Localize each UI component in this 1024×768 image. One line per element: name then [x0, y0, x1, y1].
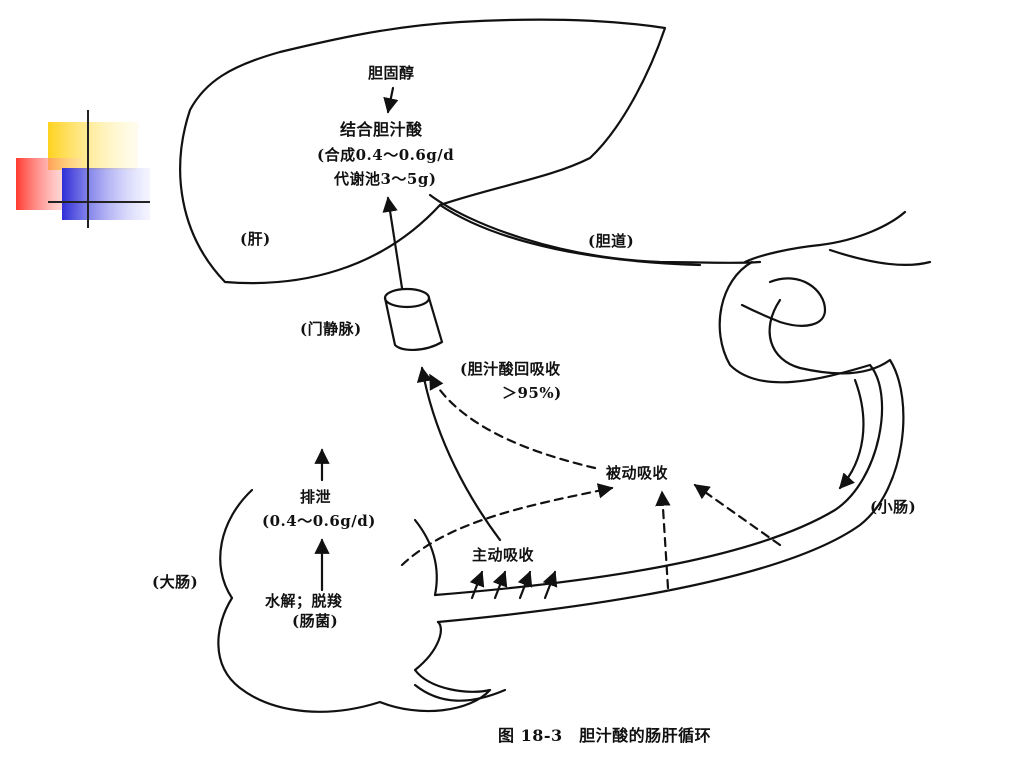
- portal-vein-label: (门静脉): [300, 320, 362, 338]
- large-intestine-outline: [217, 488, 492, 713]
- small-intestine-flow-arrow: [838, 378, 865, 490]
- bile-acid-synthesis-label: (合成0.4～0.6g/d: [317, 146, 455, 164]
- reabsorption-label-line2: ＞95%): [502, 384, 562, 402]
- large-intestine-right-wall: [413, 518, 438, 597]
- bile-duct-lower: [438, 203, 702, 267]
- small-intestine-passive-arrow-1: [655, 490, 671, 590]
- cholesterol-arrow: [383, 86, 399, 114]
- large-intestine-passive-arrow: [400, 483, 614, 567]
- small-intestine-passive-arrow-2: [693, 483, 782, 547]
- passive-absorption-label: 被动吸收: [606, 464, 669, 482]
- duodenum-inner: [740, 277, 827, 327]
- stomach-lower: [828, 248, 932, 266]
- portal-to-liver-arrow: [382, 196, 404, 290]
- passive-to-portal-arrow: [428, 373, 597, 470]
- bile-duct-label: (胆道): [588, 232, 635, 250]
- large-intestine-tail: [413, 683, 507, 702]
- hydrolysis-label-line2: (肠菌): [292, 612, 339, 630]
- conjugated-bile-acid-label: 结合胆汁酸: [340, 120, 423, 139]
- active-absorption-arrow: [416, 366, 502, 542]
- large-intestine-label: (大肠): [152, 573, 199, 591]
- cholesterol-label: 胆固醇: [368, 64, 415, 82]
- figure-caption: 图 18-3 胆汁酸的肠肝循环: [498, 726, 712, 745]
- reabsorption-label-line1: (胆汁酸回吸收: [460, 360, 561, 378]
- hydrolysis-label-line1: 水解；脱羧: [265, 592, 343, 610]
- liver-outline: [179, 18, 667, 285]
- active-absorption-label: 主动吸收: [472, 546, 535, 564]
- excretion-title-label: 排泄: [300, 488, 332, 506]
- ornament-blue-block: [62, 168, 150, 220]
- portal-vein-icon: [383, 287, 444, 351]
- bile-duct-upper: [428, 193, 762, 264]
- bile-acid-pool-label: 代谢池3～5g): [334, 170, 437, 188]
- stomach-outline: [743, 210, 907, 264]
- small-intestine-label: (小肠): [870, 498, 917, 516]
- liver-label: (肝): [240, 230, 271, 248]
- excretion-amount-label: (0.4～0.6g/d): [262, 512, 376, 530]
- small-intestine-outer: [436, 298, 905, 624]
- active-absorption-small-arrows: [469, 570, 558, 600]
- slide-ornament: [16, 110, 150, 228]
- duodenum-outer: [433, 260, 884, 597]
